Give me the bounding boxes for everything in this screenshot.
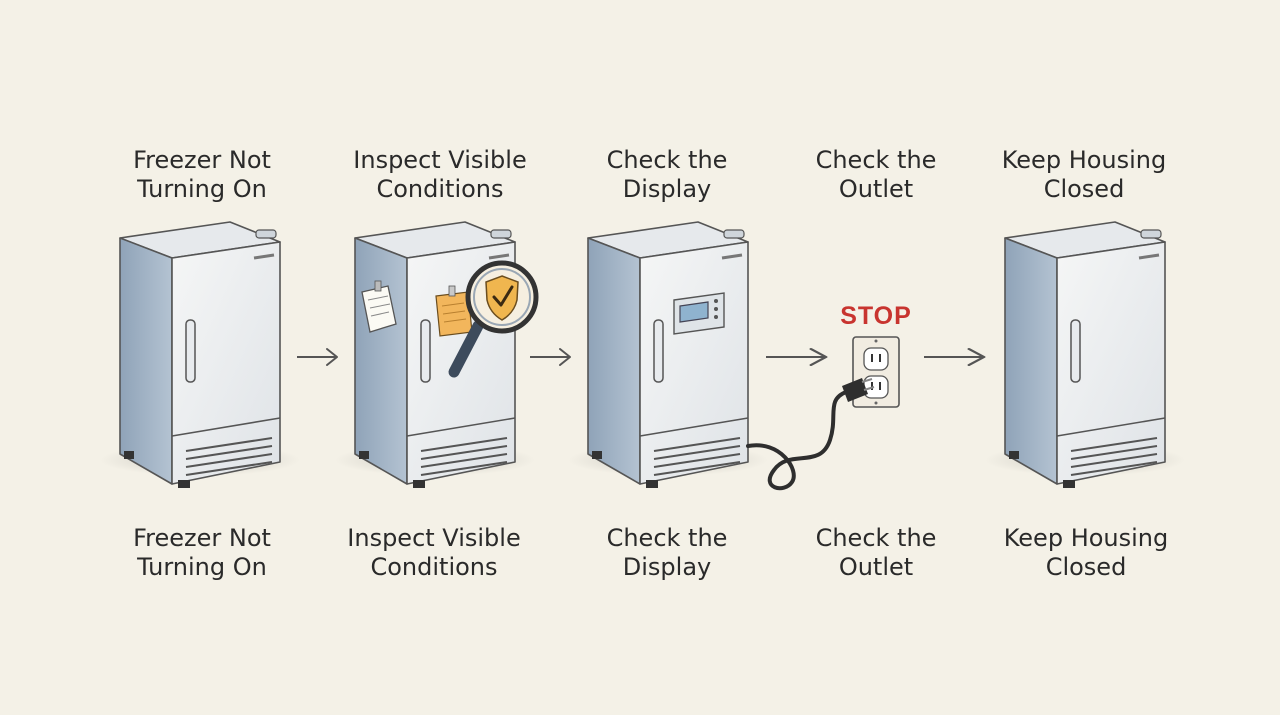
- arrow-right-icon: [922, 347, 986, 367]
- control-panel-icon: [673, 292, 725, 335]
- magnifier-shield-check-icon: [448, 260, 539, 378]
- step-2-caption: Inspect Visible Conditions: [347, 524, 521, 581]
- step-4-caption: Check the Outlet: [815, 524, 937, 581]
- step-3-title: Check the Display: [606, 146, 728, 203]
- step-5-caption: Keep Housing Closed: [1003, 524, 1169, 581]
- freezer-5: [983, 220, 1187, 490]
- step-3-caption: Check the Display: [606, 524, 728, 581]
- arrow-right-icon: [764, 347, 828, 367]
- step-1-title: Freezer Not Turning On: [133, 146, 271, 203]
- power-plug-icon: [842, 378, 875, 402]
- freezer-1: [98, 220, 302, 490]
- arrow-right-icon: [296, 348, 338, 366]
- step-5-title: Keep Housing Closed: [1001, 146, 1167, 203]
- step-4-title: Check the Outlet: [815, 146, 937, 203]
- sticky-note-icon: [361, 280, 397, 333]
- power-cord: [746, 390, 848, 491]
- step-1-caption: Freezer Not Turning On: [133, 524, 271, 581]
- step-2-title: Inspect Visible Conditions: [353, 146, 527, 203]
- freezer-3: [566, 220, 770, 490]
- stop-warning: STOP: [840, 302, 912, 330]
- arrow-right-icon: [529, 348, 571, 366]
